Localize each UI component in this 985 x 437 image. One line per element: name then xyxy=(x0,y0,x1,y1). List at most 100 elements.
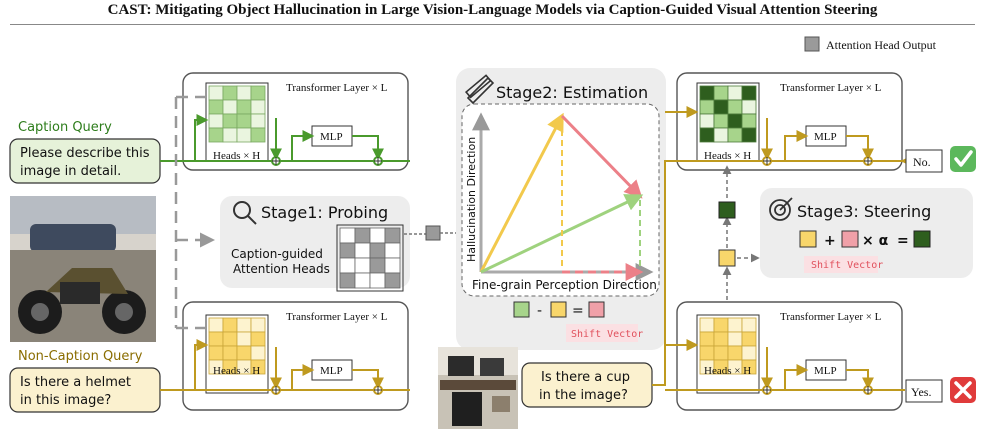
non-caption-query-line1: Is there a helmet xyxy=(20,375,131,390)
attention-cell xyxy=(699,345,715,361)
attention-cell xyxy=(354,272,371,289)
baseline-head-output-square xyxy=(718,249,736,267)
attention-cell xyxy=(384,272,401,289)
attention-cell xyxy=(222,127,238,143)
attention-cell xyxy=(236,345,252,361)
attention-cell xyxy=(713,85,729,101)
attention-cell xyxy=(250,331,266,347)
attention-cell xyxy=(354,257,371,274)
attention-cell xyxy=(339,272,356,289)
shift-vector-tag xyxy=(566,324,638,342)
attention-cell xyxy=(222,345,238,361)
attention-cell xyxy=(236,331,252,347)
transformer-label: Transformer Layer × L xyxy=(780,311,882,323)
shift-vector-equation: - = xyxy=(513,301,605,319)
legend-swatch xyxy=(804,36,820,52)
target-icon xyxy=(769,197,793,221)
attention-cell xyxy=(713,345,729,361)
output-no-label: No. xyxy=(913,155,931,169)
attention-grid-frame xyxy=(696,314,760,394)
attention-grid-frame xyxy=(336,224,404,292)
attention-cell xyxy=(369,272,386,289)
attention-cell xyxy=(713,331,729,347)
attention-cell xyxy=(741,85,757,101)
attention-cell xyxy=(339,227,356,244)
attention-cell xyxy=(250,85,266,101)
attention-cell xyxy=(713,317,729,333)
attention-grid-frame xyxy=(205,314,269,394)
heads-label: Heads × H xyxy=(704,365,751,377)
steering-equation: + × α = xyxy=(799,230,931,249)
attention-cell xyxy=(250,317,266,333)
attention-cell xyxy=(369,242,386,259)
attention-cell xyxy=(236,99,252,115)
output-yes-label: Yes. xyxy=(911,385,931,399)
stage3-panel xyxy=(760,188,973,278)
cup-query-line2: in the image? xyxy=(539,388,628,403)
stage3-title: Stage3: Steering xyxy=(797,202,931,221)
attention-cell xyxy=(208,345,224,361)
attention-cell xyxy=(699,85,715,101)
mlp-label: MLP xyxy=(320,131,343,143)
attention-cell xyxy=(208,127,224,143)
x-axis-label: Fine-grain Perception Direction xyxy=(472,278,657,292)
paper-title: CAST: Mitigating Object Hallucination in… xyxy=(107,2,878,18)
stage1-title: Stage1: Probing xyxy=(261,203,388,222)
attention-cell xyxy=(699,331,715,347)
cross-icon xyxy=(950,377,976,403)
caption-query-line2: image in detail. xyxy=(20,164,121,179)
mlp-label: MLP xyxy=(814,365,837,377)
heads-label: Heads × H xyxy=(213,150,260,162)
attention-cell xyxy=(741,99,757,115)
transformer-label: Transformer Layer × L xyxy=(780,82,882,94)
attention-cell xyxy=(236,85,252,101)
y-axis-label: Hallucination Direction xyxy=(465,137,478,262)
title-rule xyxy=(10,24,975,25)
heads-label: Heads × H xyxy=(704,150,751,162)
transformer-label: Transformer Layer × L xyxy=(286,311,388,323)
vector-plot-frame xyxy=(461,103,660,297)
steering-dashed-arrows xyxy=(722,165,760,300)
attention-cell xyxy=(699,99,715,115)
vector-plot xyxy=(472,112,654,281)
attention-cell xyxy=(699,113,715,129)
attention-cell xyxy=(369,227,386,244)
attention-cell xyxy=(339,257,356,274)
attention-cell xyxy=(727,99,743,115)
attention-cell xyxy=(208,99,224,115)
attention-cell xyxy=(250,359,266,375)
attention-cell xyxy=(727,331,743,347)
attention-cell xyxy=(354,227,371,244)
attention-cell xyxy=(741,331,757,347)
attention-cell xyxy=(741,345,757,361)
attention-cell xyxy=(236,317,252,333)
attention-cell xyxy=(208,317,224,333)
probing-dashed-arrows xyxy=(174,95,215,330)
residual-add-symbols xyxy=(272,157,382,165)
stage1-line2: Attention Heads xyxy=(233,262,330,276)
attention-cell xyxy=(713,99,729,115)
attention-grid-baseline xyxy=(696,314,760,394)
attention-cell xyxy=(741,317,757,333)
desk-image xyxy=(438,347,518,429)
attention-cell xyxy=(339,242,356,259)
steered-head-output-square xyxy=(718,201,736,219)
attention-cell xyxy=(222,317,238,333)
attention-cell xyxy=(727,127,743,143)
attention-cell xyxy=(250,99,266,115)
attention-cell xyxy=(250,113,266,129)
stage1-line1: Caption-guided xyxy=(231,247,323,261)
svg-text:× α: × α xyxy=(862,233,889,249)
attention-cell xyxy=(236,113,252,129)
mlp-label: MLP xyxy=(320,365,343,377)
attention-cell xyxy=(384,242,401,259)
ruler-pencil-icon xyxy=(464,74,495,105)
check-icon xyxy=(950,146,976,172)
caption-query-line1: Please describe this xyxy=(20,146,150,161)
attention-cell xyxy=(384,257,401,274)
attention-cell xyxy=(208,113,224,129)
legend-label: Attention Head Output xyxy=(826,38,937,52)
cup-query-line1: Is there a cup xyxy=(541,370,630,385)
attention-cell xyxy=(369,257,386,274)
